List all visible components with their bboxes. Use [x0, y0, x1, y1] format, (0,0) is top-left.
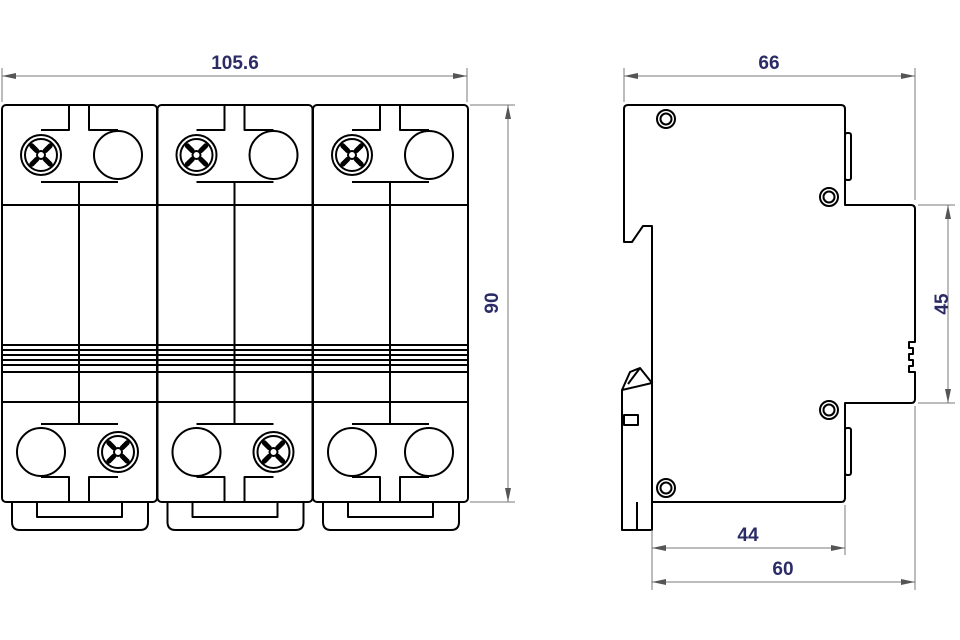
- terminal-channel: [41, 105, 118, 183]
- pole-module: [156, 104, 314, 531]
- din-tab-slot: [347, 502, 434, 518]
- dimension-body-depth: 44: [651, 505, 846, 590]
- dimension-label-front-height: 45: [932, 293, 953, 315]
- terminal-opening: [16, 427, 66, 477]
- dimension-label-depth: 66: [758, 53, 779, 74]
- rivet: [819, 187, 839, 207]
- din-tab: [166, 502, 305, 531]
- terminal-opening: [327, 427, 377, 477]
- terminal-channel: [41, 423, 118, 502]
- dimension-label-width: 105.6: [211, 53, 259, 74]
- dimension-label-rail-depth: 60: [772, 559, 793, 580]
- latch-upper: [844, 132, 852, 181]
- screw-terminal-icon: [20, 134, 62, 176]
- din-tab-slot: [191, 502, 279, 518]
- screw-terminal-icon: [175, 134, 218, 176]
- terminal-opening: [404, 427, 454, 477]
- rivet: [656, 478, 676, 498]
- terminal-channel: [352, 423, 429, 502]
- screw-terminal-icon: [252, 431, 295, 473]
- terminal-channel: [196, 423, 274, 502]
- rivet: [819, 400, 839, 420]
- din-clip: [621, 367, 653, 391]
- screw-terminal-icon: [331, 134, 373, 176]
- dimension-width: 105.6: [1, 53, 468, 102]
- pole-module: [312, 104, 469, 531]
- clip-slot: [623, 414, 639, 426]
- pole-body: [312, 104, 469, 503]
- dimension-height: 90: [470, 104, 515, 503]
- latch-lower: [844, 427, 852, 476]
- terminal-opening: [171, 427, 222, 477]
- screw-terminal-icon: [97, 431, 139, 473]
- side-body-outline: [621, 104, 916, 531]
- terminal-channel: [352, 105, 429, 183]
- rivet: [656, 109, 676, 129]
- pole-module: [1, 104, 158, 531]
- terminal-opening: [93, 130, 143, 180]
- terminal-channel: [196, 105, 274, 183]
- terminal-opening: [404, 130, 454, 180]
- dimension-rail-depth: 60: [652, 406, 916, 590]
- din-tab-slot: [36, 502, 123, 518]
- dimension-front-height: 45: [918, 204, 955, 404]
- terminal-opening: [248, 130, 299, 180]
- side-view: [621, 104, 916, 531]
- dimension-label-height: 90: [482, 292, 503, 313]
- dimensions: 105.6 90 66 45 44: [1, 53, 955, 590]
- dimension-depth: 66: [623, 53, 916, 200]
- din-tab: [322, 502, 460, 531]
- dimension-label-body-depth: 44: [737, 525, 759, 546]
- din-tab: [11, 502, 149, 531]
- front-view: [1, 104, 469, 531]
